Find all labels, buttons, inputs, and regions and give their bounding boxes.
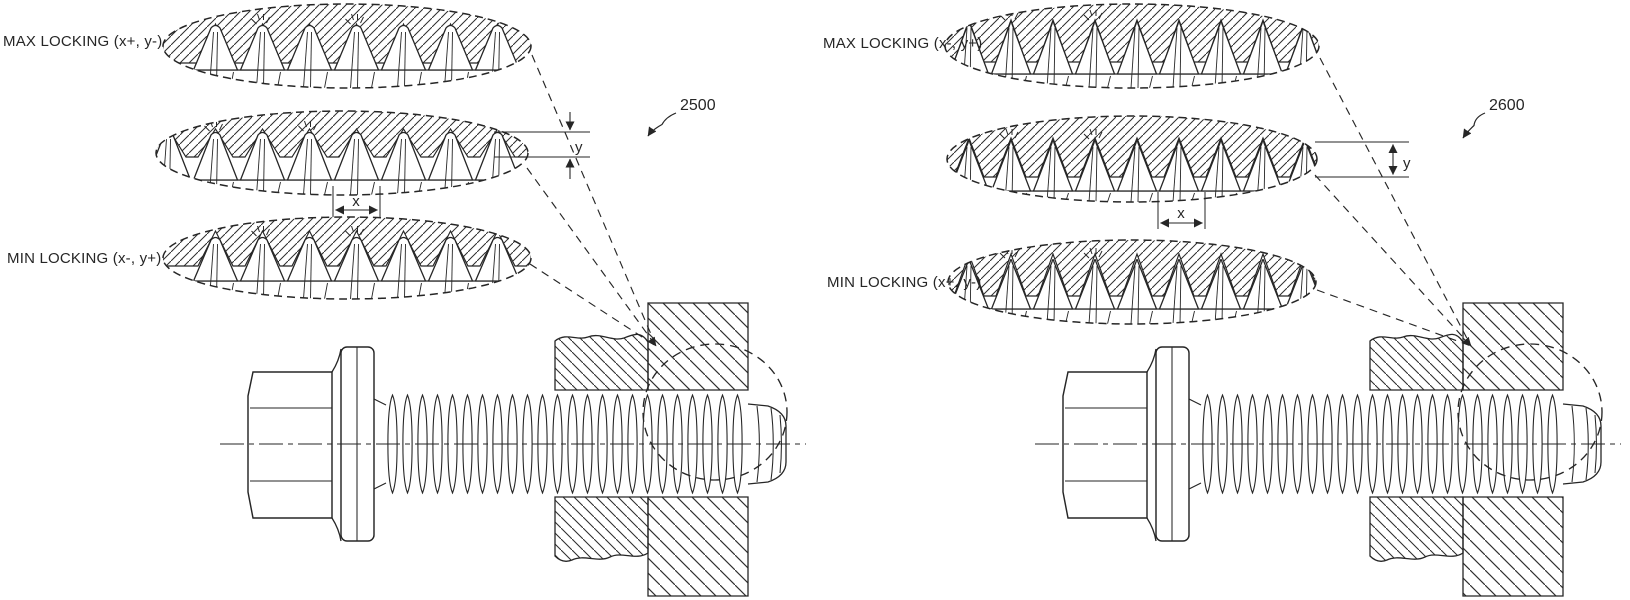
fig2-max-locking-label: MAX LOCKING (x-, y+) (823, 35, 982, 52)
plate-lower-section (1369, 496, 1464, 562)
figure-2500 (155, 3, 806, 597)
fig1-ref-number: 2500 (680, 97, 716, 114)
plate-upper-section (1369, 333, 1464, 391)
fig1-dim-y-label: y (575, 139, 583, 156)
min-locking-thread-detail (163, 217, 531, 299)
max-locking-thread-detail (945, 4, 1319, 88)
block-lower-section (647, 496, 749, 597)
fig2-min-locking-label: MIN LOCKING (x+, y-) (827, 274, 981, 291)
max-locking-thread-detail (163, 4, 531, 88)
detail-ellipse-boundary (162, 216, 532, 300)
detail-ellipse-boundary (155, 110, 529, 196)
fig2-ref-number: 2600 (1489, 97, 1525, 114)
nominal-thread-detail (156, 111, 528, 195)
plate-lower-section (554, 496, 649, 562)
hex-head (1062, 371, 1148, 519)
detail-leader-line (526, 167, 657, 347)
min-locking-thread-detail (948, 240, 1316, 324)
block-upper-section (647, 302, 749, 391)
nominal-thread-detail (947, 116, 1317, 202)
detail-leader-line (531, 54, 657, 347)
plate-upper-section (554, 333, 649, 391)
detail-leader-line (1314, 174, 1472, 347)
detail-ellipse-boundary (944, 3, 1320, 89)
figure-ref-leader (1462, 112, 1486, 139)
detail-leader-line (529, 263, 657, 347)
fig1-min-locking-label: MIN LOCKING (x-, y+) (7, 250, 161, 267)
fig1-dim-x-label: x (352, 193, 360, 210)
engagement-detail-zone (642, 343, 788, 481)
detail-ellipse-boundary (946, 115, 1318, 203)
fig1-max-locking-label: MAX LOCKING (x+, y-) (3, 33, 162, 50)
detail-ellipse-boundary (162, 3, 532, 89)
figure-2600 (944, 3, 1621, 597)
detail-leader-line (1319, 57, 1472, 347)
fig2-dim-x-label: x (1177, 205, 1185, 222)
figure-ref-leader (647, 112, 677, 137)
engagement-detail-zone (1457, 343, 1603, 481)
drawing-geometry (155, 3, 1621, 597)
drawing-labels: MAX LOCKING (x+, y-) MIN LOCKING (x-, y+… (3, 33, 1525, 291)
hex-head (247, 371, 333, 519)
detail-ellipse-boundary (947, 239, 1317, 325)
block-upper-section (1462, 302, 1564, 391)
block-lower-section (1462, 496, 1564, 597)
fig2-dim-y-label: y (1403, 155, 1411, 172)
